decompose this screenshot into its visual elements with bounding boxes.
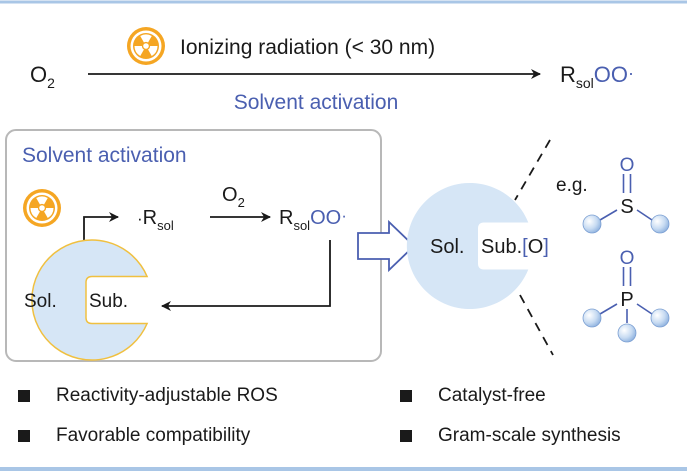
panel-title: Solvent activation (22, 144, 187, 167)
feature-text: Favorable compatibility (56, 425, 251, 446)
return-arrow (161, 240, 331, 311)
reactant-o2: O2 (30, 62, 55, 91)
substituent-ball (650, 308, 670, 328)
phosphorus-atom: P (620, 289, 633, 311)
sulfoxide-structure: O S (582, 155, 670, 234)
radiation-icon (23, 189, 61, 227)
feature-item: Gram-scale synthesis (400, 425, 621, 447)
substituent-ball (582, 214, 602, 234)
zoom-line-top (514, 139, 551, 201)
bullet-square-icon (18, 390, 30, 402)
sub-oxidized-label: Sub.[O] (481, 236, 549, 258)
radiation-icon (127, 27, 165, 65)
oxygen-label: O2 (222, 184, 245, 210)
feature-text: Reactivity-adjustable ROS (56, 385, 278, 406)
product-peroxyl-radical: RsolOO· (560, 62, 634, 91)
substituent-ball (617, 323, 637, 343)
zoom-line-bottom (519, 294, 554, 356)
transfer-arrow (357, 219, 416, 273)
sub-label: Sub. (89, 291, 128, 312)
feature-text: Gram-scale synthesis (438, 425, 621, 446)
sulfur-atom: S (620, 196, 633, 218)
bullet-square-icon (18, 430, 30, 442)
phosphine-oxygen: O (620, 248, 635, 269)
oxidation-sphere-group: Sol. Sub.[O] (406, 183, 549, 310)
sulfoxide-oxygen: O (620, 155, 635, 176)
phosphine-oxide-structure: O P (582, 248, 670, 343)
peroxyl-radical: RsolOO· (279, 206, 347, 233)
solvent-activation-label: Solvent activation (234, 91, 399, 114)
substituent-ball (582, 308, 602, 328)
sol-label: Sol. (24, 291, 57, 312)
feature-item: Catalyst-free (400, 385, 546, 407)
bullet-square-icon (400, 390, 412, 402)
feature-item: Favorable compatibility (18, 425, 250, 447)
top-reaction: O2 Ionizing radiation (< 30 nm) Solvent … (30, 27, 634, 114)
solvent-sphere-right (406, 183, 529, 310)
sol-label-right: Sol. (430, 236, 464, 258)
solvent-sphere (31, 239, 149, 361)
condition-label: Ionizing radiation (< 30 nm) (180, 36, 435, 59)
bullet-square-icon (400, 430, 412, 442)
eg-label: e.g. (556, 175, 588, 196)
feature-text: Catalyst-free (438, 385, 546, 406)
hook-arrow (83, 212, 119, 240)
feature-item: Reactivity-adjustable ROS (18, 385, 278, 407)
solvent-radical: ·Rsol (137, 207, 174, 233)
substituent-ball (650, 214, 670, 234)
solvent-activation-panel: Solvent activation ·Rsol O2 RsolOO· Sol.… (5, 129, 382, 362)
